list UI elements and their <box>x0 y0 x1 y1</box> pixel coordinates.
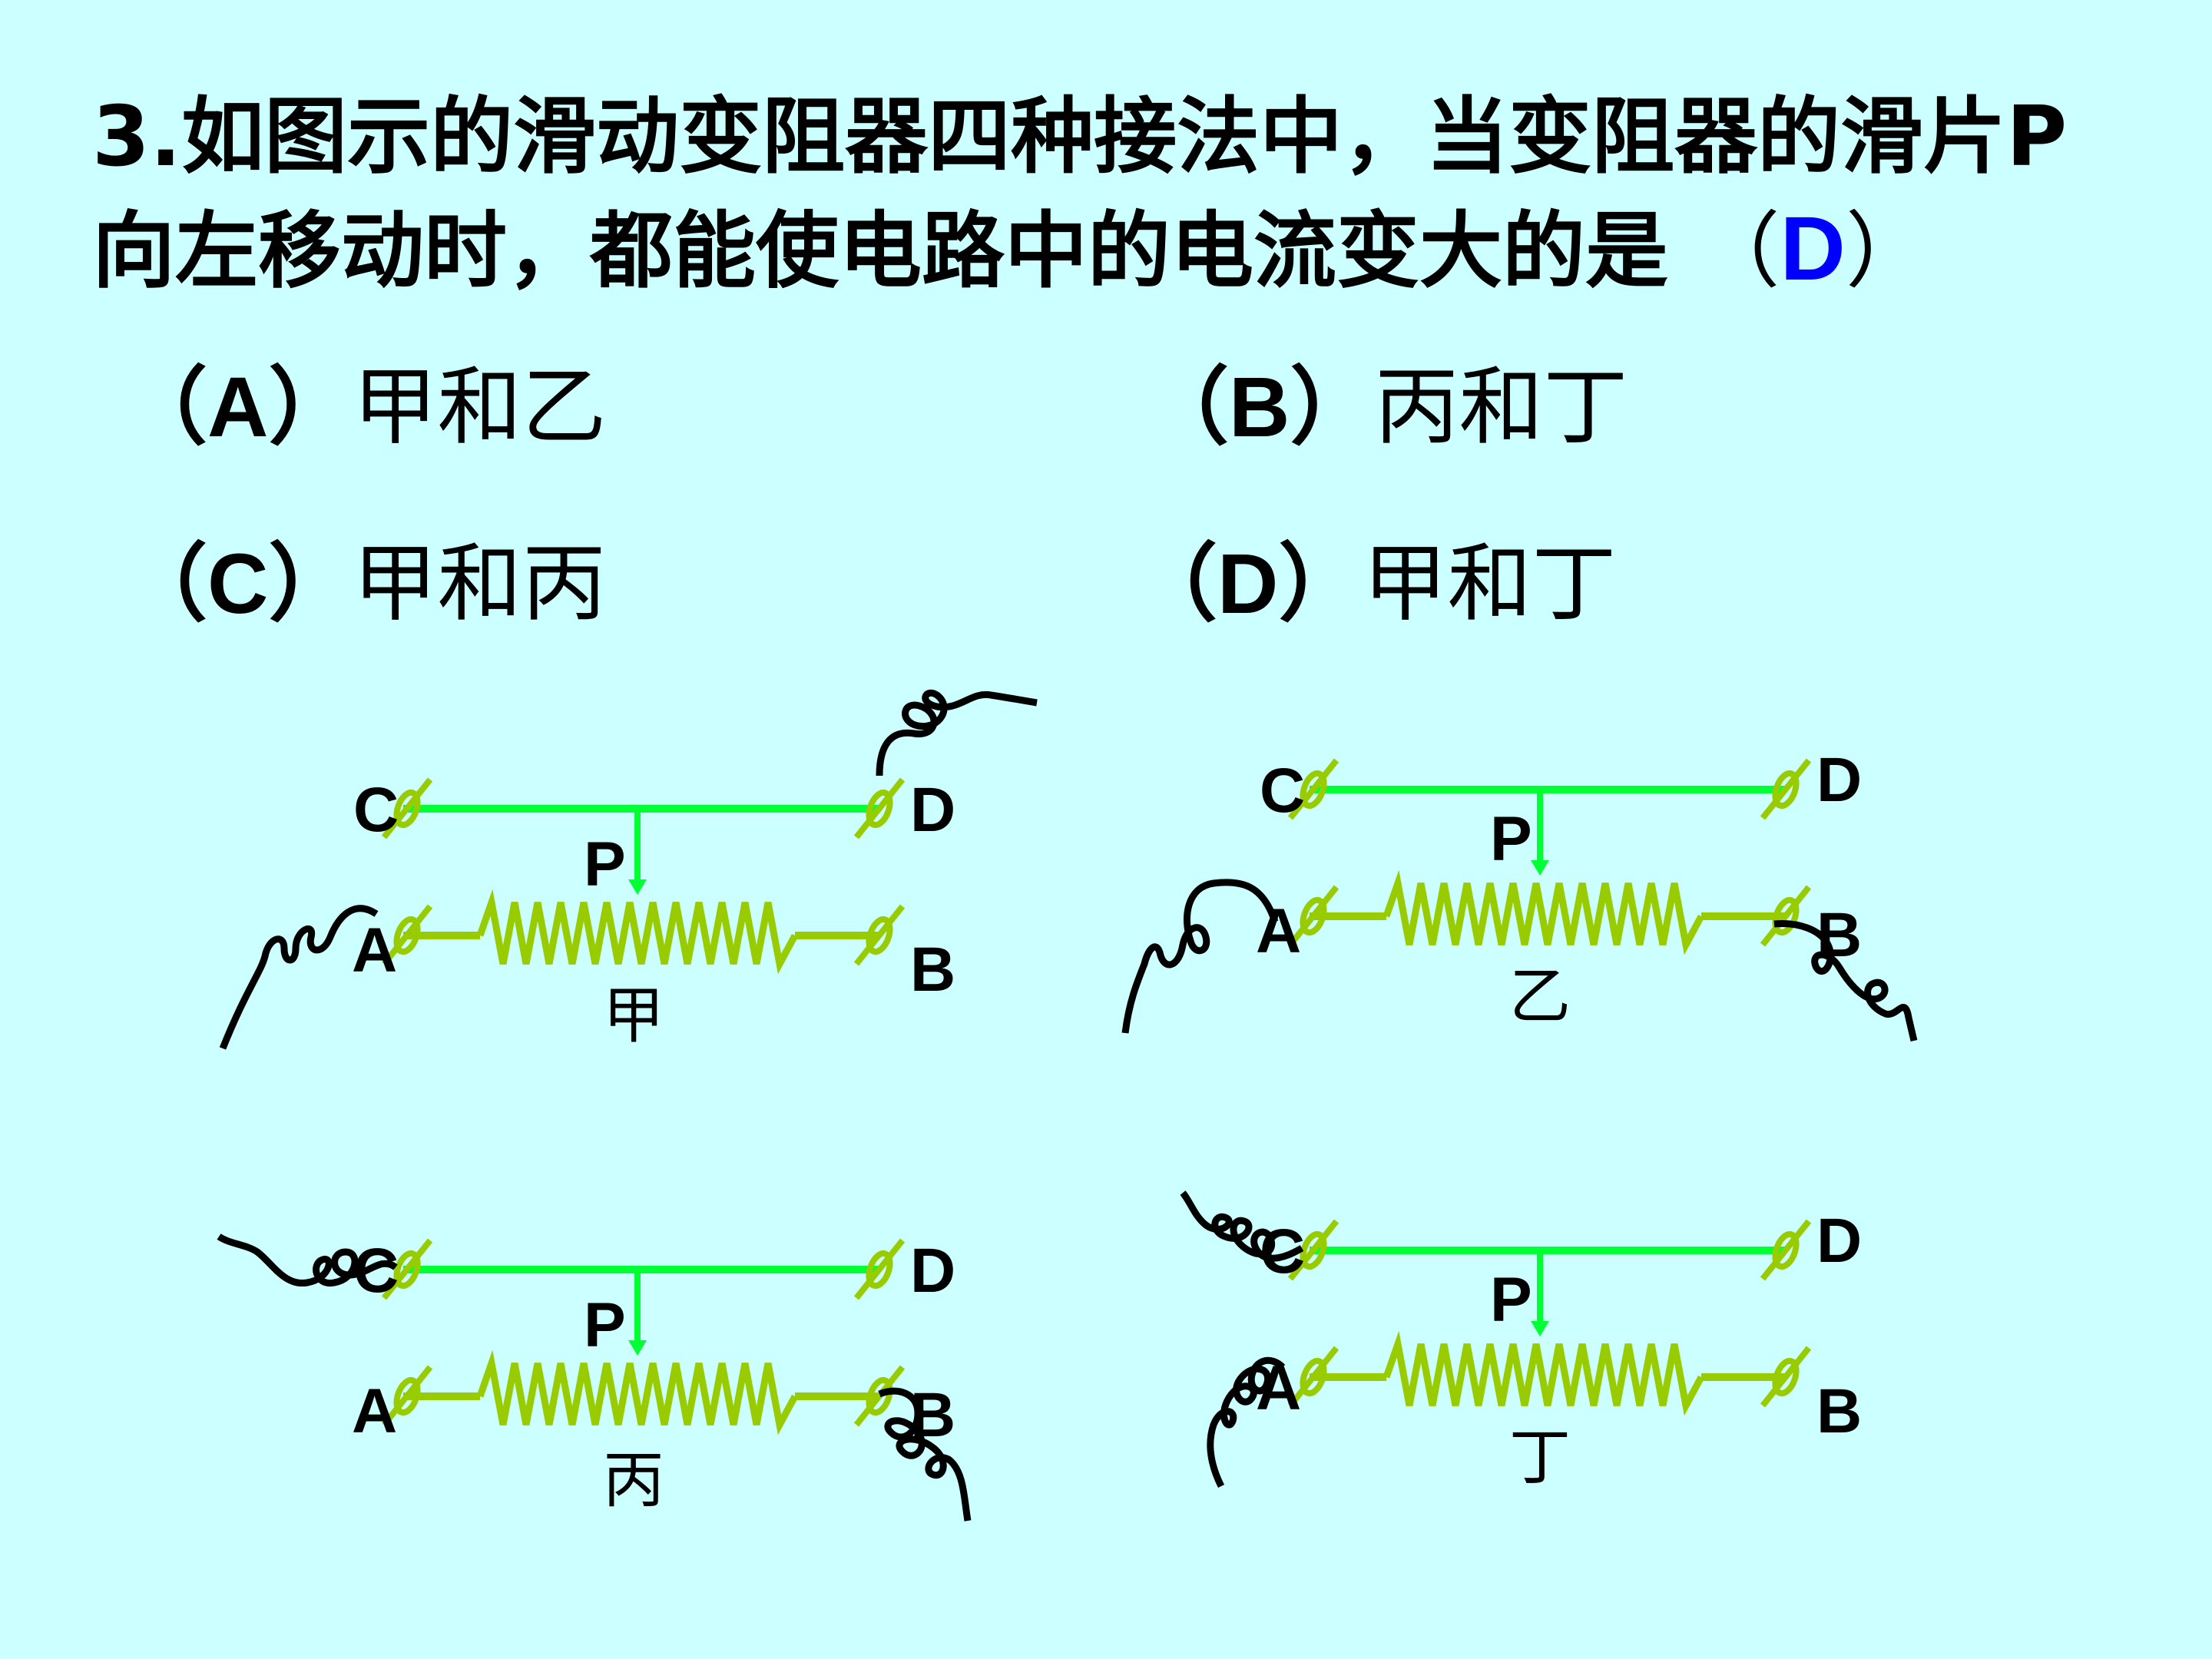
answer-letter: D <box>1780 198 1846 300</box>
terminal-b <box>1772 896 1800 936</box>
terminal-d <box>1772 1230 1800 1270</box>
terminal-b-slash <box>1760 1346 1812 1408</box>
terminal-a <box>393 916 421 955</box>
label-p: P <box>584 830 626 899</box>
label-c: C <box>353 775 399 845</box>
terminal-d <box>866 789 893 829</box>
label-a: A <box>352 1376 397 1446</box>
terminal-c <box>1300 770 1327 810</box>
terminal-c <box>393 789 421 829</box>
terminal-b <box>866 1376 893 1416</box>
answer-open-paren: （ <box>1697 204 1780 300</box>
label-a: A <box>352 916 397 985</box>
option-a-label: （A） <box>123 360 353 455</box>
label-d: D <box>1816 1206 1862 1276</box>
wire-from-a <box>1207 1356 1286 1488</box>
label-c: C <box>1260 756 1305 826</box>
terminal-a <box>1300 1357 1327 1397</box>
option-c-text: 甲和丙 <box>353 535 607 633</box>
option-a[interactable]: （A）甲和乙 <box>123 365 606 450</box>
terminal-d-slash <box>1760 758 1812 820</box>
terminal-c-slash <box>1287 758 1339 820</box>
question-line-2: 向左移动时，都能使电路中的电流变大的是 （D） <box>92 204 1929 294</box>
terminal-a-slash <box>381 1365 433 1427</box>
label-d: D <box>910 775 955 845</box>
diagram-name: 丙 <box>603 1445 664 1516</box>
wire-from-b <box>878 1387 972 1522</box>
option-c[interactable]: （C）甲和丙 <box>123 541 606 627</box>
terminal-d-slash <box>1760 1219 1812 1281</box>
answer-close-paren: ） <box>1845 204 1929 300</box>
label-p: P <box>1490 1265 1532 1335</box>
diagram-name: 乙 <box>1509 961 1571 1032</box>
label-b: B <box>1816 1376 1862 1446</box>
option-b[interactable]: （B）丙和丁 <box>1144 365 1628 450</box>
terminal-b <box>866 916 893 955</box>
diagram-name: 丁 <box>1509 1422 1571 1493</box>
terminal-d <box>866 1250 893 1290</box>
label-d: D <box>910 1236 955 1306</box>
resistor-coil <box>476 1349 798 1435</box>
wire-from-d <box>876 689 1038 777</box>
terminal-c-slash <box>381 777 433 839</box>
option-d[interactable]: （D）甲和丁 <box>1133 541 1616 627</box>
label-p: P <box>584 1290 626 1360</box>
wire-from-c <box>1180 1190 1304 1262</box>
wire-from-b <box>1773 919 1918 1042</box>
wire-from-c <box>217 1233 398 1286</box>
label-c: C <box>353 1236 399 1306</box>
option-b-label: （B） <box>1144 360 1375 455</box>
slider-arrowhead <box>628 879 647 895</box>
terminal-c-slash <box>381 1238 433 1300</box>
label-a: A <box>1256 1353 1301 1423</box>
terminal-b-slash <box>853 1365 906 1427</box>
label-d: D <box>1816 745 1862 815</box>
slider-arrowhead <box>1531 860 1549 876</box>
label-b: B <box>910 1380 955 1450</box>
label-c: C <box>1260 1217 1305 1286</box>
wire-from-a <box>1121 879 1279 1034</box>
slider-arrowhead <box>1531 1321 1549 1336</box>
terminal-a-slash <box>1287 1346 1339 1408</box>
terminal-d-slash <box>853 1238 906 1300</box>
resistor-coil <box>1382 1330 1704 1416</box>
label-b: B <box>910 935 955 1005</box>
slider-arrowhead <box>628 1340 647 1356</box>
question-line-1: 3.如图示的滑动变阻器四种接法中，当变阻器的滑片P <box>92 89 2068 185</box>
wire-from-a <box>219 905 379 1050</box>
resistor-coil <box>1382 869 1704 955</box>
option-c-label: （C） <box>123 537 353 631</box>
label-b: B <box>1816 900 1862 970</box>
diagram-name: 甲 <box>603 980 664 1051</box>
terminal-b-slash <box>1760 885 1812 947</box>
terminal-b <box>1772 1357 1800 1397</box>
question-line-2-text: 向左移动时，都能使电路中的电流变大的是 <box>92 204 1669 300</box>
terminal-a-slash <box>381 904 433 966</box>
terminal-b-slash <box>853 904 906 966</box>
option-a-text: 甲和乙 <box>353 358 607 456</box>
option-b-text: 丙和丁 <box>1374 358 1628 456</box>
option-d-label: （D） <box>1133 537 1363 631</box>
terminal-c <box>1300 1230 1327 1270</box>
terminal-d <box>1772 770 1800 810</box>
terminal-a <box>1300 896 1327 936</box>
terminal-d-slash <box>853 777 906 839</box>
terminal-c-slash <box>1287 1219 1339 1281</box>
terminal-a <box>393 1376 421 1416</box>
label-p: P <box>1490 804 1532 874</box>
terminal-a-slash <box>1287 885 1339 947</box>
terminal-c <box>393 1250 421 1290</box>
resistor-coil <box>476 889 798 975</box>
option-d-text: 甲和丁 <box>1363 535 1617 633</box>
label-a: A <box>1256 896 1301 966</box>
